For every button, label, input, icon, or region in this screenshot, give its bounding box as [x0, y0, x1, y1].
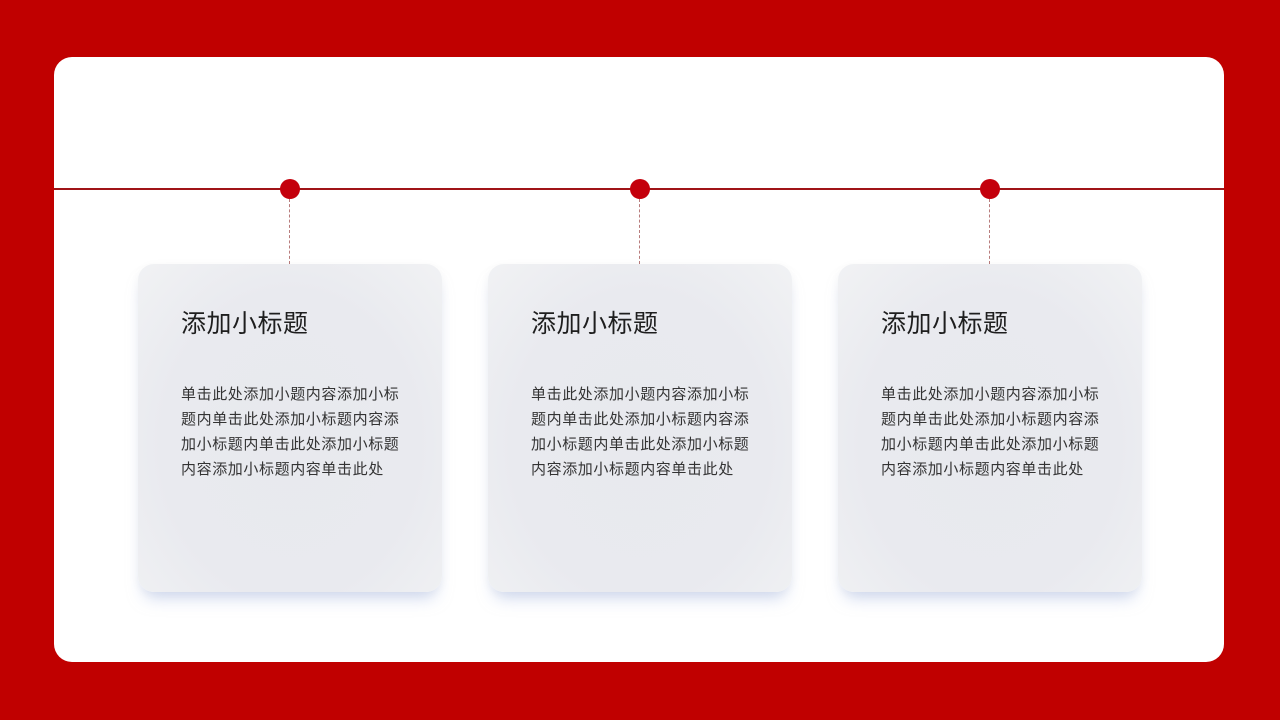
timeline-connector-1: [289, 199, 290, 264]
card-title[interactable]: 添加小标题: [181, 309, 309, 338]
card-title[interactable]: 添加小标题: [881, 309, 1009, 338]
card-body[interactable]: 单击此处添加小题内容添加小标题内单击此处添加小标题内容添加小标题内单击此处添加小…: [181, 385, 400, 478]
timeline-connector-2: [639, 199, 640, 264]
card-body[interactable]: 单击此处添加小题内容添加小标题内单击此处添加小标题内容添加小标题内单击此处添加小…: [881, 385, 1100, 478]
timeline-dot-3: [980, 179, 1000, 199]
timeline-card-2[interactable]: 添加小标题 单击此处添加小题内容添加小标题内单击此处添加小标题内容添加小标题内单…: [488, 264, 792, 592]
timeline-card-3[interactable]: 添加小标题 单击此处添加小题内容添加小标题内单击此处添加小标题内容添加小标题内单…: [838, 264, 1142, 592]
card-body[interactable]: 单击此处添加小题内容添加小标题内单击此处添加小标题内容添加小标题内单击此处添加小…: [531, 385, 750, 478]
timeline-dot-2: [630, 179, 650, 199]
timeline-connector-3: [989, 199, 990, 264]
card-title[interactable]: 添加小标题: [531, 309, 659, 338]
timeline-card-1[interactable]: 添加小标题 单击此处添加小题内容添加小标题内单击此处添加小标题内容添加小标题内单…: [138, 264, 442, 592]
timeline-dot-1: [280, 179, 300, 199]
